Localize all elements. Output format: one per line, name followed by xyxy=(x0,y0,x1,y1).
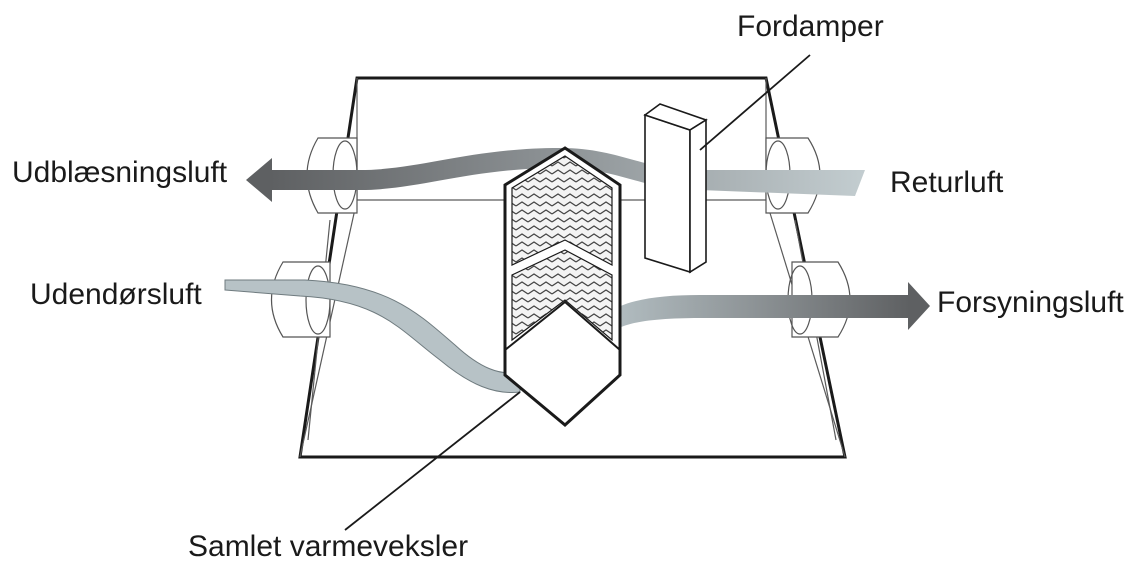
exchanger-divider xyxy=(504,300,621,351)
exchanger-hatch-lower xyxy=(511,249,613,342)
label-outdoor-air: Udendørsluft xyxy=(30,278,202,311)
heat-exchanger-core xyxy=(503,146,622,427)
supply-arrow-head xyxy=(908,282,930,330)
evaporator-front xyxy=(644,113,691,274)
exhaust-flow-band xyxy=(270,148,865,196)
exchanger-leader-line xyxy=(344,391,521,531)
collar-outdoor xyxy=(270,261,331,338)
exhaust-airflow xyxy=(246,148,865,202)
outdoor-flow-band xyxy=(224,279,521,394)
supply-flow-band xyxy=(592,295,910,340)
evaporator-edge xyxy=(689,118,707,274)
label-exhaust-air: Udblæsningsluft xyxy=(12,156,228,189)
label-heat-exchanger: Samlet varmeveksler xyxy=(188,530,468,563)
exhaust-arrow-head xyxy=(246,158,272,202)
evaporator-leader-line xyxy=(699,54,811,151)
label-evaporator: Fordamper xyxy=(737,10,884,43)
label-supply-air: Forsyningsluft xyxy=(937,286,1124,319)
exchanger-hatch-upper xyxy=(511,155,613,266)
evaporator-coil xyxy=(643,103,708,274)
label-return-air: Returluft xyxy=(890,166,1004,199)
